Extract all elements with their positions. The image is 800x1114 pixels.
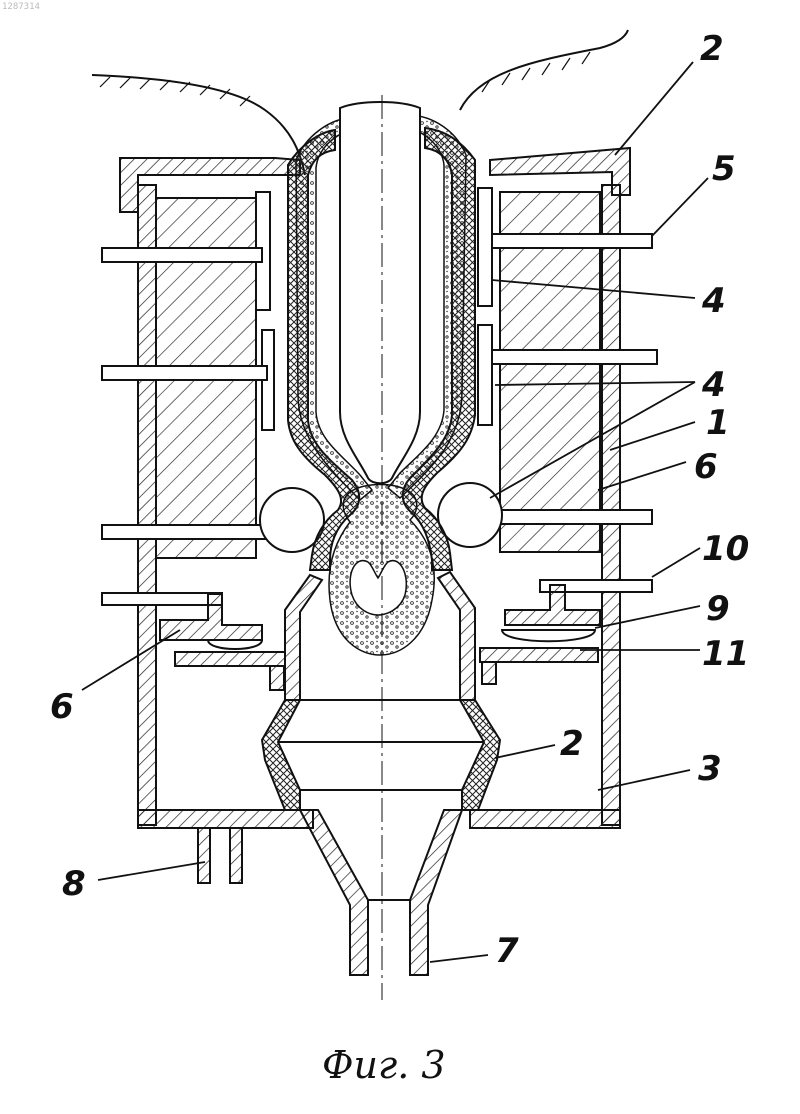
central-tube xyxy=(340,102,420,483)
callout-7: 7 xyxy=(495,931,519,971)
callout-11: 11 xyxy=(702,634,749,674)
callout-6-left: 6 xyxy=(50,687,74,727)
callout-9: 9 xyxy=(706,589,730,629)
callout-8: 8 xyxy=(62,864,86,904)
callout-6-right: 6 xyxy=(694,447,718,487)
callout-2-lower: 2 xyxy=(560,724,584,764)
document-number: 1287314 xyxy=(2,2,40,12)
callout-5: 5 xyxy=(712,149,736,189)
callout-10: 10 xyxy=(702,529,749,569)
callout-3: 3 xyxy=(698,749,722,789)
callout-4-lower: 4 xyxy=(701,365,726,405)
callout-2-top: 2 xyxy=(700,29,724,69)
callout-4-upper: 4 xyxy=(701,281,726,321)
callout-1: 1 xyxy=(706,403,730,443)
side-outlet xyxy=(198,828,242,883)
figure-caption: Фиг. 3 xyxy=(322,1043,446,1087)
drain-funnel xyxy=(300,810,462,975)
